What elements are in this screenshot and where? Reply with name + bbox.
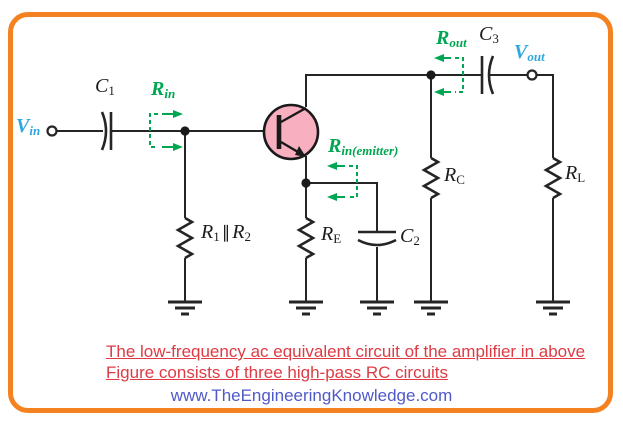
rin-measure-arrows (149, 110, 183, 151)
capacitor-c1-icon (100, 111, 113, 151)
resistor-r1r2 (175, 216, 195, 260)
vin-label: Vin (16, 115, 41, 138)
resistor-rl (543, 156, 563, 200)
ground-icon (414, 300, 448, 316)
junction-dot (180, 126, 190, 136)
rin-emitter-label: Rin(emitter) (328, 135, 399, 158)
c3-label: C3 (479, 23, 499, 46)
vin-terminal (46, 125, 58, 137)
rout-measure-arrows (434, 54, 464, 96)
figure-border (8, 12, 613, 413)
ground-icon (289, 300, 323, 316)
rin-label: Rin (151, 78, 176, 101)
junction-dot (301, 178, 311, 188)
resistor-rc (421, 156, 441, 200)
ground-icon (536, 300, 570, 316)
c2-label: C2 (400, 225, 420, 248)
caption-line1: The low-frequency ac equivalent circuit … (106, 342, 586, 361)
caption: The low-frequency ac equivalent circuit … (106, 341, 585, 383)
caption-line2: Figure consists of three high-pass RC ci… (106, 363, 449, 382)
c1-label: C1 (95, 75, 115, 98)
junction-dot (426, 70, 436, 80)
emitter-arrow-icon (295, 146, 306, 157)
ground-icon (360, 300, 394, 316)
transistor-icon (262, 103, 320, 161)
re-label: RE (321, 223, 342, 246)
resistor-re (296, 216, 316, 260)
circuit-diagram (46, 54, 570, 316)
vout-label: Vout (514, 41, 545, 64)
vout-terminal (526, 69, 538, 81)
rc-label: RC (444, 164, 465, 187)
r1r2-label: R1∥R2 (201, 221, 251, 244)
capacitor-c3-icon (480, 55, 495, 95)
rl-label: RL (565, 162, 586, 185)
rin-emitter-measure-arrows (327, 162, 358, 201)
capacitor-c2-icon (357, 230, 397, 247)
ground-icon (168, 300, 202, 316)
wires (56, 74, 554, 301)
rout-label: Rout (436, 27, 467, 50)
website-link[interactable]: www.TheEngineeringKnowledge.com (170, 386, 453, 405)
